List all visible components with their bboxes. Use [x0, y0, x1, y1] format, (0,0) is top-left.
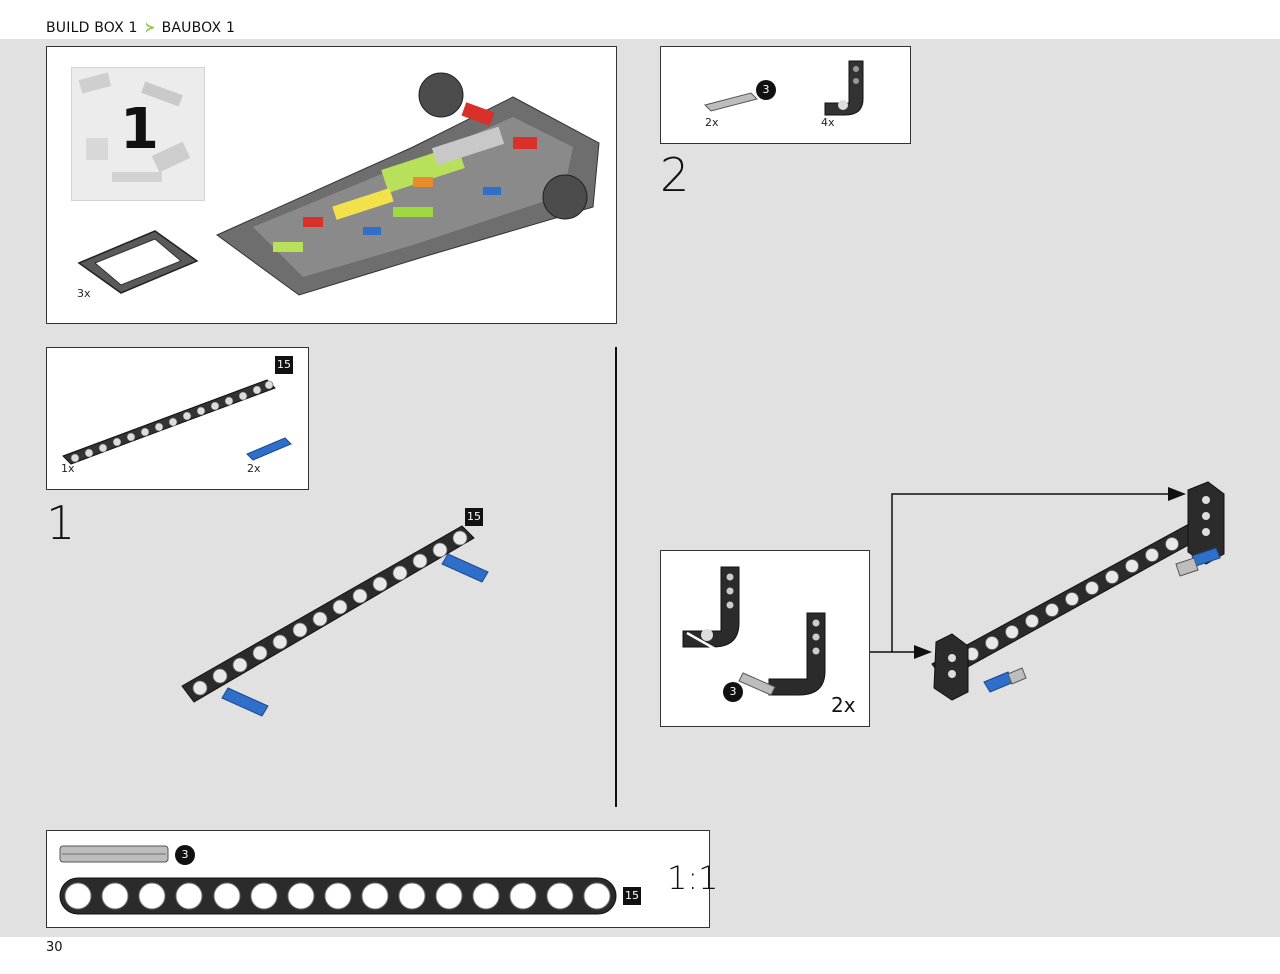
axle-qty: 2x	[705, 116, 719, 129]
chevron-right-icon: ≻	[144, 20, 155, 36]
bag-number: 1	[120, 97, 159, 162]
baubox-label: BAUBOX 1	[161, 20, 236, 36]
step-1-number: 1	[46, 496, 76, 550]
beam-qty: 4x	[821, 116, 835, 129]
arrow-right-icon	[1168, 487, 1186, 501]
parts-list-step-2: 3 2x 4x	[660, 46, 911, 144]
step-divider	[615, 347, 617, 807]
frame-qty: 3x	[77, 287, 91, 300]
beam-size-badge: 15	[275, 356, 293, 374]
arrow-right-icon	[914, 645, 932, 659]
beam-15-part-icon	[62, 379, 276, 465]
angle-beam-part-icon	[824, 60, 864, 116]
beam-scale-icon	[59, 877, 617, 915]
subassembly-callout: 3 2x	[660, 550, 870, 727]
beam-size-badge: 15	[465, 508, 483, 526]
beam-size-badge: 15	[623, 887, 641, 905]
pin-qty: 2x	[247, 462, 261, 475]
axle-scale-icon	[59, 845, 169, 863]
breadcrumb: BUILD BOX 1 ≻ BAUBOX 1	[46, 20, 235, 36]
subassembly-image	[682, 566, 826, 696]
page-number: 30	[46, 940, 63, 955]
axle-size-badge: 3	[723, 682, 743, 702]
scale-reference-panel: 3 15 1:1	[46, 830, 719, 928]
header-bar: BUILD BOX 1 ≻ BAUBOX 1	[0, 0, 1280, 39]
frame-part-icon	[77, 230, 199, 294]
build-box-label: BUILD BOX 1	[46, 20, 138, 36]
step-1-assembly-image	[181, 525, 489, 717]
axle-size-badge: 3	[756, 80, 776, 100]
bag-overview-panel: 1 3x	[46, 46, 617, 324]
blue-pin-part-icon	[246, 437, 292, 461]
axle-part-icon	[704, 92, 758, 112]
assembly-arrows	[870, 487, 1186, 659]
step-2-assembly-image	[931, 481, 1225, 701]
subassembly-multiplier: 2x	[831, 693, 856, 717]
step-2-number: 2	[660, 148, 690, 202]
scale-label: 1:1	[667, 859, 719, 897]
parts-bag-image: 1	[71, 67, 205, 201]
model-chassis-image	[216, 72, 600, 296]
axle-size-badge: 3	[175, 845, 195, 865]
beam-qty: 1x	[61, 462, 75, 475]
parts-list-step-1: 15 1x 2x	[46, 347, 309, 490]
